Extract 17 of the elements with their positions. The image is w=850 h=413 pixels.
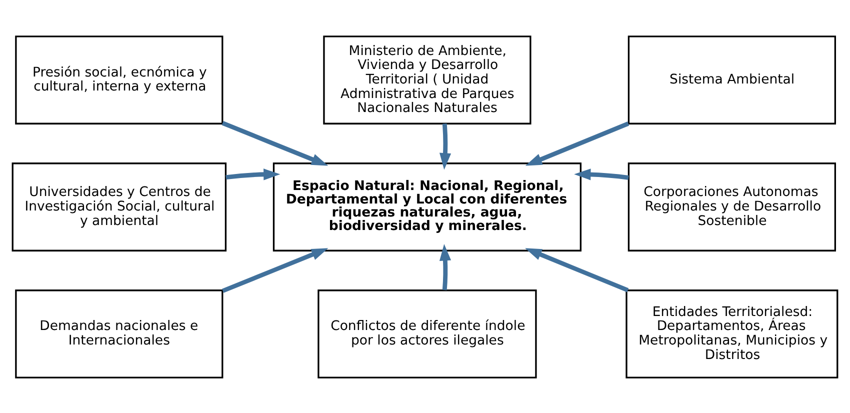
node-box: Ministerio de Ambiente, Vivienda y Desarrollo Territorial ( Unidad Administrativa de Parques Nacionales Naturales (323, 35, 532, 124)
arrow (525, 121, 630, 166)
arrow (222, 248, 328, 292)
node-box: Sistema Ambiental (628, 35, 836, 124)
arrow (439, 123, 452, 170)
arrow (439, 244, 452, 290)
node-box: Universidades y Centros de Investigación Social, cultural y ambiental (12, 162, 227, 251)
node-box: Conflictos de diferente índole por los actores ilegales (318, 289, 537, 378)
node-box: Entidades Territorialesd: Departamentos, Áreas Metropolitanas, Municipios y Distritos (626, 289, 838, 378)
arrow (525, 248, 629, 292)
node-box: Corporaciones Autonomas Regionales y de Desarrollo Sostenible (628, 162, 836, 251)
node-box: Presión social, ecnómica y cultural, interna y externa (15, 35, 224, 124)
node-box: Espacio Natural: Nacional, Regional, Departamental y Local con diferentes riquezas naturales, agua, biodiversidad y minerales. (272, 162, 582, 251)
arrow (574, 168, 629, 180)
arrow (226, 168, 280, 180)
arrow (222, 120, 328, 166)
node-box: Demandas nacionales e Internacionales (15, 289, 224, 378)
